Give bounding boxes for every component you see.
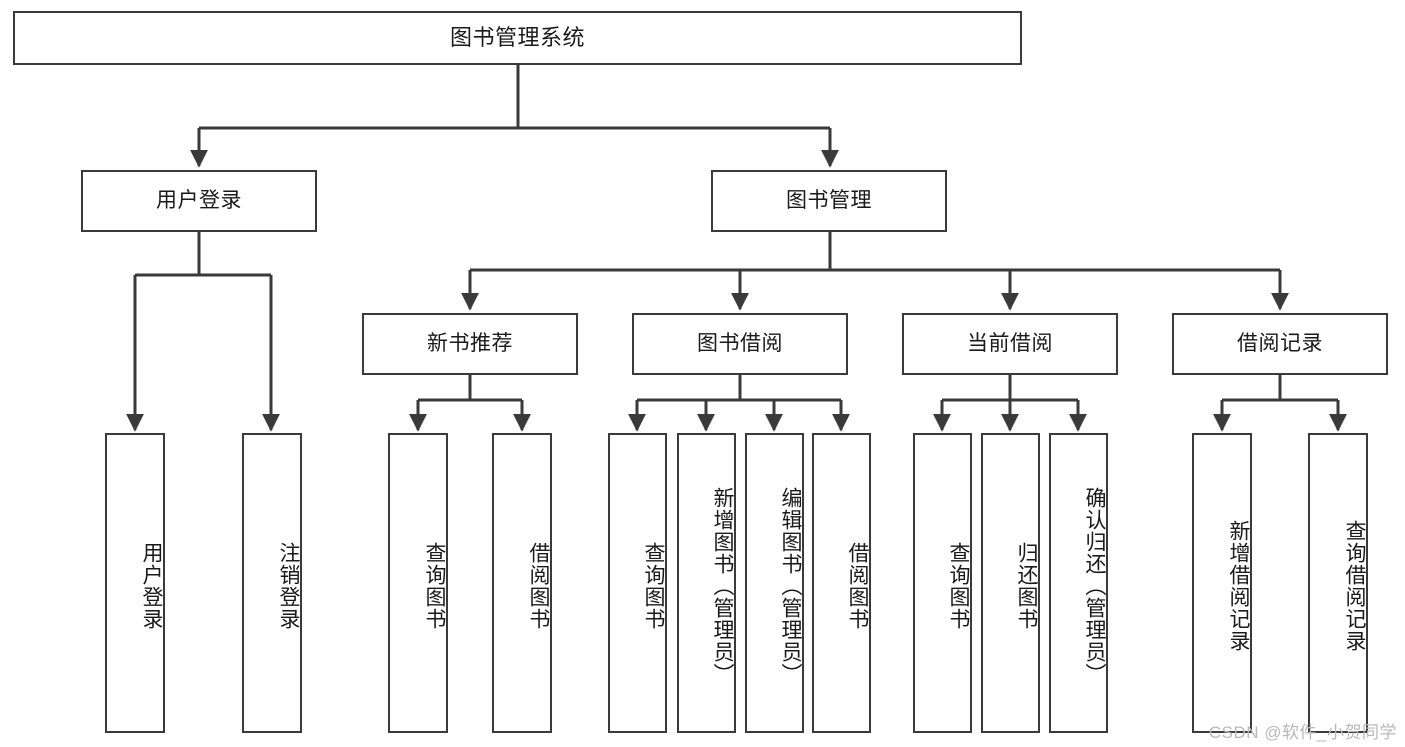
node-label: 图书管理 (786, 188, 872, 212)
leaf-borrow-record-add-record[interactable]: 新增借阅记录 (1192, 433, 1252, 733)
node-label: 新增图书（管理员） (711, 487, 734, 685)
node-label: 借阅图书 (527, 542, 550, 630)
leaf-book-borrow-edit-book-admin[interactable]: 编辑图书（管理员） (745, 433, 804, 733)
node-label: 注销登录 (277, 542, 300, 630)
node-label: 新增借阅记录 (1227, 520, 1250, 652)
node-new-book-recommend[interactable]: 新书推荐 (362, 313, 578, 375)
node-label: 查询借阅记录 (1343, 520, 1366, 652)
node-label: 图书管理系统 (449, 25, 585, 51)
node-label: 图书借阅 (697, 331, 783, 355)
leaf-user-login-logout[interactable]: 注销登录 (242, 433, 302, 733)
node-borrow-record[interactable]: 借阅记录 (1172, 313, 1388, 375)
node-book-management[interactable]: 图书管理 (711, 170, 947, 232)
node-label: 用户登录 (140, 542, 163, 630)
node-current-borrow[interactable]: 当前借阅 (902, 313, 1118, 375)
node-user-login[interactable]: 用户登录 (81, 170, 317, 232)
watermark-csdn: CSDN @软件_小贺同学 (1208, 723, 1397, 742)
node-label: 借阅图书 (846, 542, 869, 630)
node-label: 查询图书 (423, 542, 446, 630)
node-label: 新书推荐 (427, 331, 513, 355)
leaf-borrow-record-query-record[interactable]: 查询借阅记录 (1308, 433, 1368, 733)
node-book-borrow[interactable]: 图书借阅 (632, 313, 848, 375)
leaf-current-borrow-query-book[interactable]: 查询图书 (913, 433, 972, 733)
leaf-book-borrow-query-book[interactable]: 查询图书 (608, 433, 667, 733)
leaf-new-book-query-book[interactable]: 查询图书 (388, 433, 448, 733)
leaf-user-login-login[interactable]: 用户登录 (105, 433, 165, 733)
node-label: 查询图书 (642, 542, 665, 630)
node-root-book-management-system[interactable]: 图书管理系统 (13, 11, 1022, 65)
leaf-new-book-borrow-book[interactable]: 借阅图书 (492, 433, 552, 733)
node-label: 编辑图书（管理员） (779, 487, 802, 685)
node-label: 用户登录 (156, 188, 242, 212)
leaf-current-borrow-confirm-return-admin[interactable]: 确认归还（管理员） (1049, 433, 1108, 733)
leaf-book-borrow-borrow-book[interactable]: 借阅图书 (812, 433, 871, 733)
node-label: 借阅记录 (1237, 331, 1323, 355)
node-label: 当前借阅 (967, 331, 1053, 355)
node-label: 归还图书 (1015, 542, 1038, 630)
leaf-book-borrow-add-book-admin[interactable]: 新增图书（管理员） (677, 433, 736, 733)
node-label: 查询图书 (947, 542, 970, 630)
leaf-current-borrow-return-book[interactable]: 归还图书 (981, 433, 1040, 733)
node-label: 确认归还（管理员） (1083, 487, 1106, 685)
